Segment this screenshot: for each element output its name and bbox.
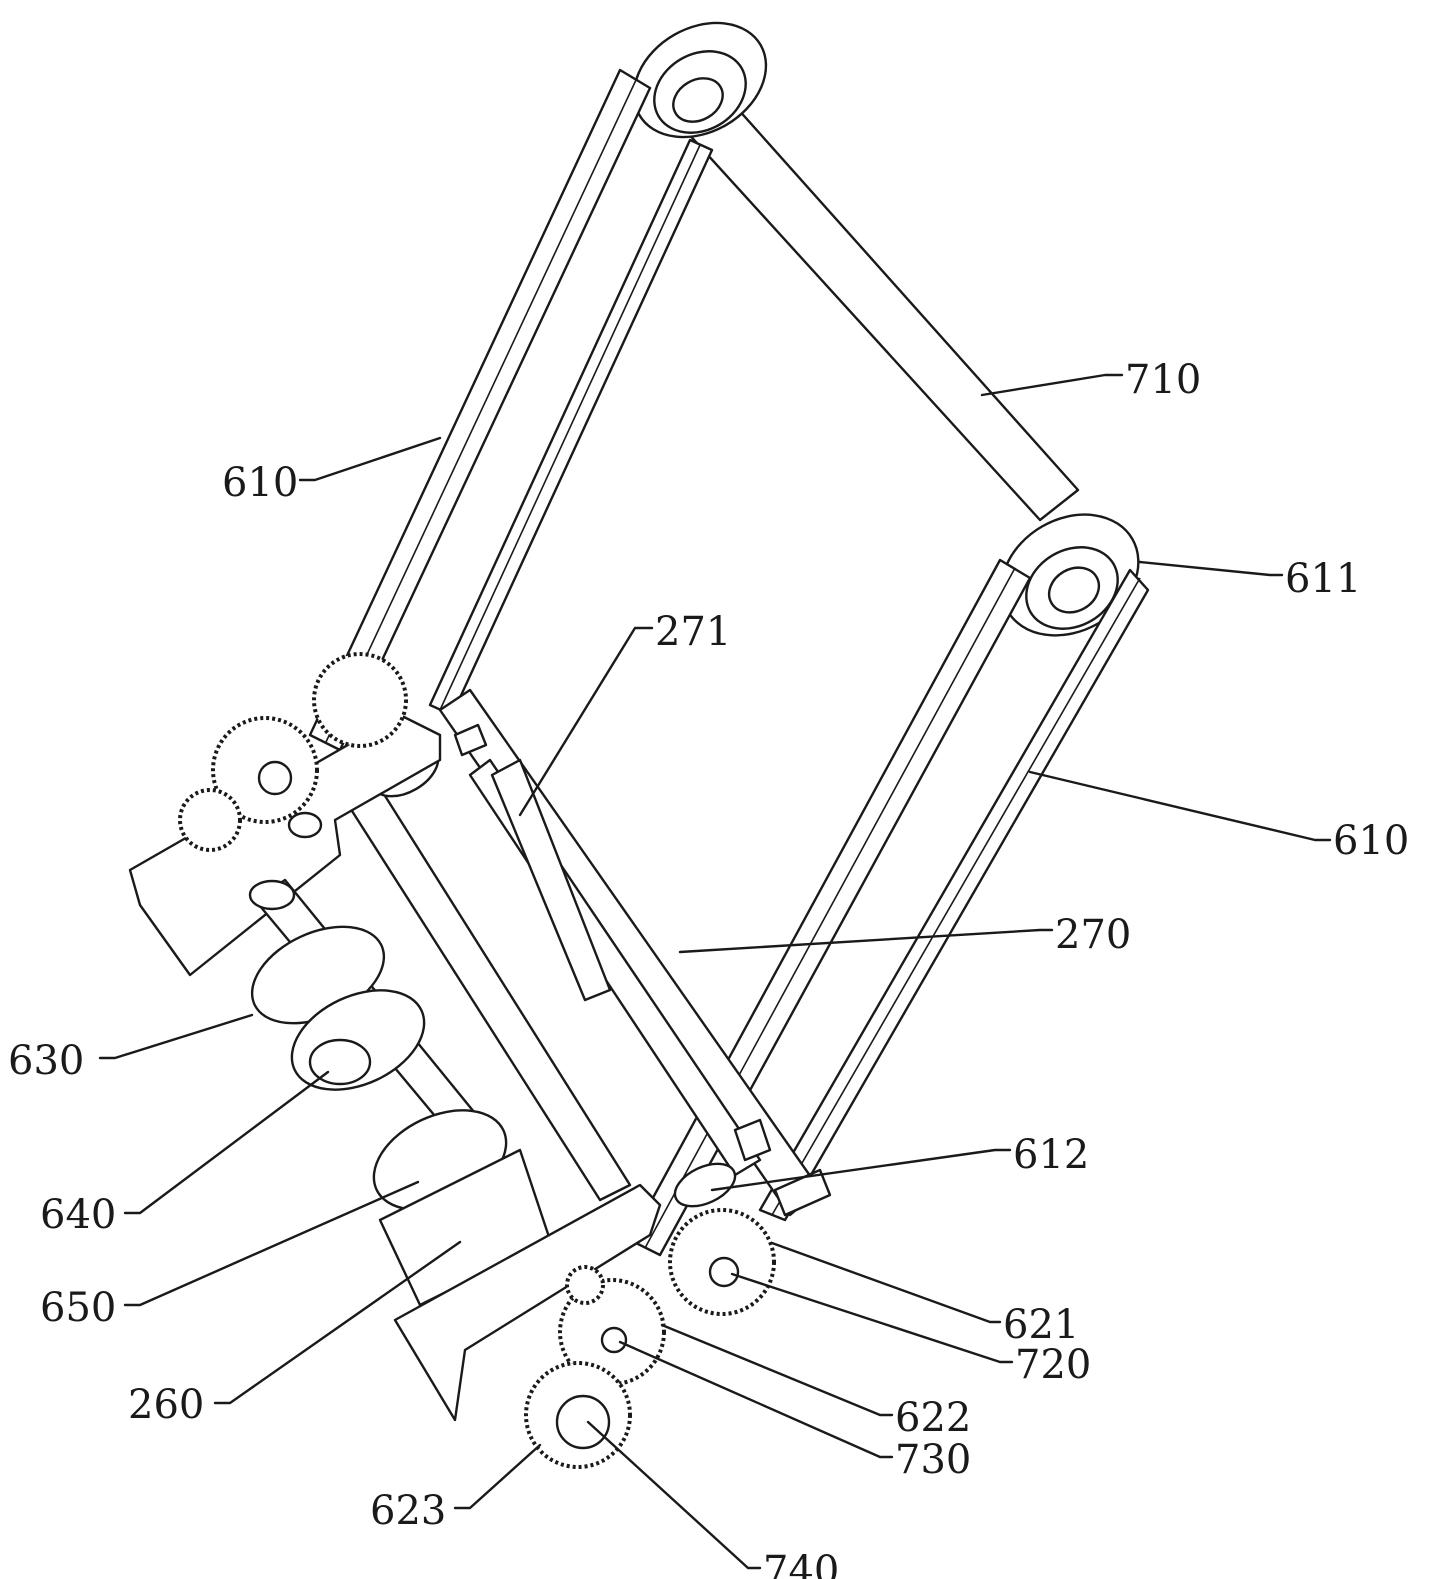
leader-611: [1138, 560, 1284, 577]
leader-720: [730, 1272, 1014, 1364]
gear-622-hub: [600, 1326, 628, 1354]
label-612: 612: [1013, 1132, 1089, 1178]
label-630: 630: [8, 1038, 84, 1084]
label-650: 650: [40, 1285, 116, 1331]
label-623: 623: [370, 1488, 446, 1534]
small-cylinder-612: [673, 1162, 737, 1208]
gear-621-hub: [708, 1256, 740, 1288]
leader-630: [98, 1013, 254, 1060]
bracket-block-a: [733, 1118, 772, 1162]
label-610-left: 610: [222, 460, 298, 506]
label-271: 271: [655, 609, 731, 655]
leader-622: [660, 1323, 894, 1417]
label-622: 622: [895, 1395, 971, 1441]
lower-side-plate: [393, 1183, 662, 1422]
upper-gear-b: [312, 652, 408, 748]
leader-270: [678, 928, 1054, 954]
label-611: 611: [1285, 556, 1361, 602]
label-740: 740: [763, 1548, 839, 1579]
leader-650: [123, 1180, 420, 1307]
leader-610-right: [1028, 770, 1332, 842]
label-640: 640: [40, 1192, 116, 1238]
upper-gear-c: [178, 788, 242, 852]
leader-623: [453, 1443, 542, 1510]
slot-271: [490, 758, 612, 1002]
leader-271: [518, 626, 654, 817]
leader-612: [710, 1148, 1012, 1192]
leader-730: [618, 1340, 894, 1459]
bracket-block-c: [453, 723, 488, 757]
gear-623-hub: [555, 1394, 611, 1450]
upper-side-plate: [128, 713, 442, 977]
label-730: 730: [895, 1437, 971, 1483]
label-260: 260: [128, 1382, 204, 1428]
upper-gear-a-hub: [257, 760, 293, 796]
leader-lines: [98, 373, 1332, 1570]
reference-labels: 710 610 611 271 610 270 630 612 640 650 …: [8, 357, 1409, 1579]
leader-640: [123, 1070, 330, 1215]
drawing-lines: [128, 21, 1150, 1469]
label-621: 621: [1003, 1302, 1079, 1348]
shaft-end: [248, 879, 296, 911]
label-610-right: 610: [1333, 818, 1409, 864]
leader-740: [586, 1420, 762, 1570]
gear-small: [565, 1265, 605, 1305]
label-270: 270: [1055, 912, 1131, 958]
top-roller-end: [672, 77, 724, 123]
label-710: 710: [1125, 357, 1201, 403]
label-720: 720: [1015, 1342, 1091, 1388]
leader-260: [213, 1240, 462, 1405]
leader-610-left: [298, 436, 442, 482]
right-pulley-hole: [1047, 566, 1101, 614]
leader-621: [770, 1241, 1002, 1324]
plate-hole: [287, 811, 323, 839]
top-roller-710: [663, 78, 1080, 522]
leader-710: [980, 373, 1124, 397]
